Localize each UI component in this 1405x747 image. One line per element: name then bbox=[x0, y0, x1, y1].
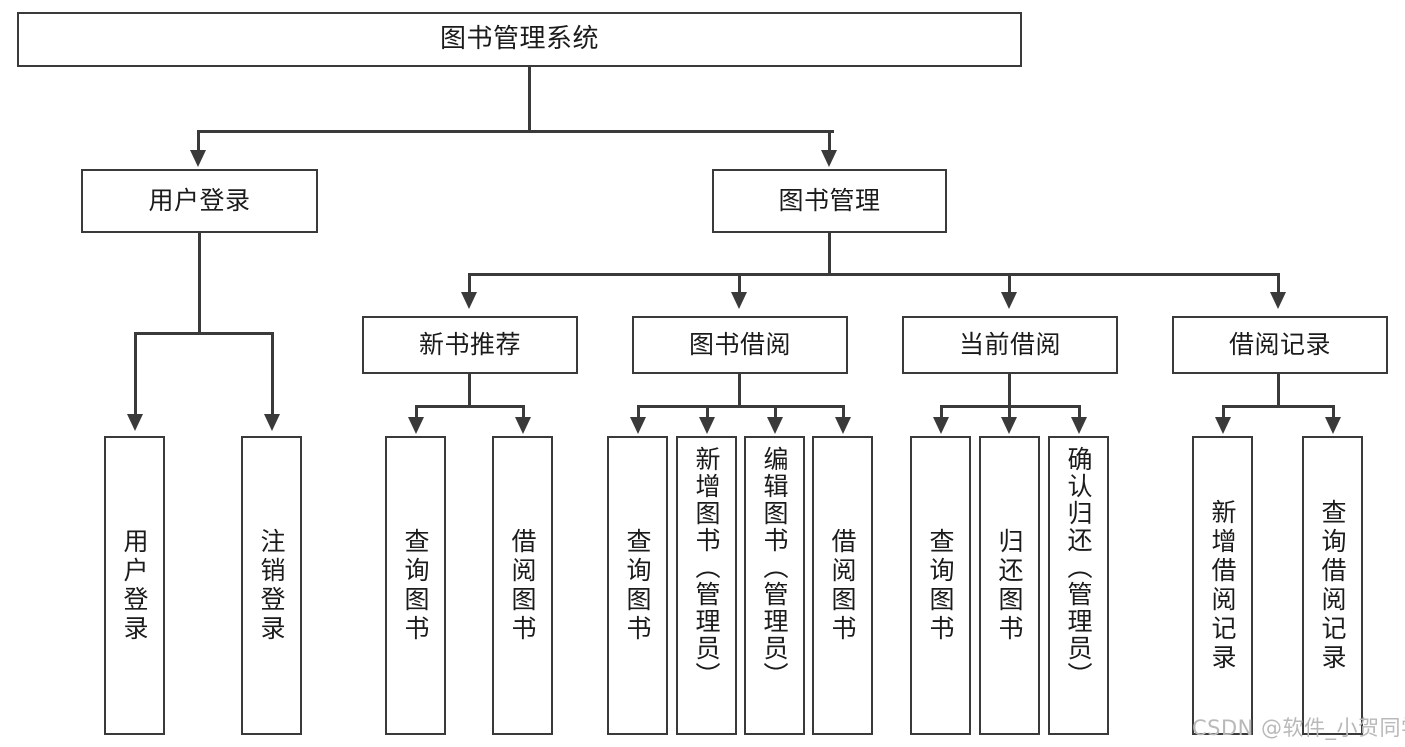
edge-bookborrow-drop-3 bbox=[774, 405, 777, 420]
node-label: 新书推荐 bbox=[418, 330, 521, 360]
edge-bookborrow-drop-2 bbox=[706, 405, 709, 420]
arrowhead-bookborrow-leaf-2 bbox=[699, 417, 715, 434]
arrowhead-newbook-leaf-2 bbox=[515, 417, 531, 434]
edge-bookborrow-stem bbox=[738, 374, 741, 408]
node-new-book-recommend[interactable]: 新书推荐 bbox=[362, 316, 578, 374]
edge-currentborrow-stem bbox=[1008, 374, 1011, 408]
arrowhead-borrow-record bbox=[1270, 292, 1286, 309]
node-label: 用户登录 bbox=[120, 527, 149, 644]
leaf-borrow-book-recommend[interactable]: 借阅图书 bbox=[492, 436, 553, 735]
watermark-text: CSDN @软件_小贺同学 bbox=[1192, 716, 1405, 740]
node-label: 借阅记录 bbox=[1228, 330, 1331, 360]
leaf-query-book-borrow[interactable]: 查询图书 bbox=[607, 436, 668, 735]
edge-root-to-userlogin bbox=[197, 130, 200, 153]
arrowhead-bookborrow-leaf-4 bbox=[835, 417, 851, 434]
node-label: 新增图书（管理员） bbox=[692, 446, 721, 689]
arrowhead-bookborrow-leaf-1 bbox=[630, 417, 646, 434]
edge-bookmgmt-drop-3 bbox=[1008, 273, 1011, 295]
edge-bookmgmt-stem bbox=[828, 233, 831, 275]
node-user-login[interactable]: 用户登录 bbox=[81, 169, 318, 233]
arrowhead-current-borrow bbox=[1001, 292, 1017, 309]
arrowhead-currentborrow-leaf-2 bbox=[1001, 417, 1017, 434]
node-book-borrow[interactable]: 图书借阅 bbox=[632, 316, 848, 374]
arrowhead-leaf-user-login bbox=[127, 414, 143, 431]
edge-currentborrow-drop-2 bbox=[1008, 405, 1011, 420]
arrowhead-bookmgmt bbox=[821, 150, 837, 167]
arrowhead-currentborrow-leaf-3 bbox=[1071, 417, 1087, 434]
leaf-query-book-recommend[interactable]: 查询图书 bbox=[385, 436, 446, 735]
node-label: 编辑图书（管理员） bbox=[760, 446, 789, 689]
edge-borrowrecord-bus bbox=[1222, 405, 1335, 408]
arrowhead-borrowrecord-leaf-2 bbox=[1325, 417, 1341, 434]
node-label: 确认归还（管理员） bbox=[1064, 446, 1093, 689]
arrowhead-newbook-leaf-1 bbox=[408, 417, 424, 434]
node-label: 新增借阅记录 bbox=[1208, 498, 1237, 673]
node-label: 图书借阅 bbox=[688, 330, 791, 360]
leaf-borrow-book[interactable]: 借阅图书 bbox=[812, 436, 873, 735]
edge-userlogin-stem bbox=[198, 233, 201, 334]
arrowhead-leaf-logout bbox=[264, 414, 280, 431]
arrowhead-bookborrow-leaf-3 bbox=[767, 417, 783, 434]
node-label: 归还图书 bbox=[995, 527, 1024, 644]
leaf-return-book[interactable]: 归还图书 bbox=[979, 436, 1040, 735]
edge-root-to-bookmgmt bbox=[828, 130, 831, 153]
node-label: 当前借阅 bbox=[958, 330, 1061, 360]
edge-bookmgmt-drop-4 bbox=[1277, 273, 1280, 295]
node-label: 借阅图书 bbox=[828, 527, 857, 644]
edge-bookborrow-bus bbox=[637, 405, 845, 408]
edge-borrowrecord-stem bbox=[1277, 374, 1280, 408]
node-label: 图书管理 bbox=[778, 186, 881, 216]
edge-root-bus bbox=[197, 130, 834, 133]
node-label: 借阅图书 bbox=[508, 527, 537, 644]
node-label: 注销登录 bbox=[257, 527, 286, 644]
edge-newbook-stem bbox=[468, 374, 471, 408]
edge-userlogin-drop-1 bbox=[134, 332, 137, 417]
edge-root-stem bbox=[528, 67, 531, 132]
edge-currentborrow-drop-3 bbox=[1078, 405, 1081, 420]
node-label: 用户登录 bbox=[148, 186, 251, 216]
arrowhead-borrowrecord-leaf-1 bbox=[1215, 417, 1231, 434]
leaf-user-login[interactable]: 用户登录 bbox=[104, 436, 165, 735]
node-label: 查询图书 bbox=[926, 527, 955, 644]
arrowhead-book-borrow bbox=[731, 292, 747, 309]
arrowhead-userlogin bbox=[190, 150, 206, 167]
edge-bookborrow-drop-1 bbox=[637, 405, 640, 420]
edge-userlogin-drop-2 bbox=[271, 332, 274, 417]
edge-bookmgmt-drop-1 bbox=[468, 273, 471, 295]
node-label: 查询借阅记录 bbox=[1318, 498, 1347, 673]
edge-newbook-bus bbox=[415, 405, 525, 408]
edge-borrowrecord-drop-2 bbox=[1332, 405, 1335, 420]
leaf-query-book-current[interactable]: 查询图书 bbox=[910, 436, 971, 735]
leaf-query-borrow-record[interactable]: 查询借阅记录 bbox=[1302, 436, 1363, 735]
node-label: 图书管理系统 bbox=[439, 24, 599, 55]
edge-userlogin-bus bbox=[134, 332, 274, 335]
node-label: 查询图书 bbox=[401, 527, 430, 644]
node-label: 查询图书 bbox=[623, 527, 652, 644]
node-root-system[interactable]: 图书管理系统 bbox=[17, 12, 1022, 67]
edge-bookborrow-drop-4 bbox=[842, 405, 845, 420]
arrowhead-currentborrow-leaf-1 bbox=[933, 417, 949, 434]
node-current-borrow[interactable]: 当前借阅 bbox=[902, 316, 1118, 374]
leaf-edit-book-admin[interactable]: 编辑图书（管理员） bbox=[744, 436, 805, 735]
edge-bookmgmt-drop-2 bbox=[738, 273, 741, 295]
leaf-add-borrow-record[interactable]: 新增借阅记录 bbox=[1192, 436, 1253, 735]
edge-newbook-drop-2 bbox=[522, 405, 525, 420]
node-book-management[interactable]: 图书管理 bbox=[712, 169, 947, 233]
edge-currentborrow-drop-1 bbox=[940, 405, 943, 420]
arrowhead-new-book bbox=[461, 292, 477, 309]
leaf-confirm-return-admin[interactable]: 确认归还（管理员） bbox=[1048, 436, 1109, 735]
edge-bookmgmt-bus bbox=[468, 273, 1280, 276]
edge-borrowrecord-drop-1 bbox=[1222, 405, 1225, 420]
leaf-add-book-admin[interactable]: 新增图书（管理员） bbox=[676, 436, 737, 735]
node-borrow-record[interactable]: 借阅记录 bbox=[1172, 316, 1388, 374]
leaf-logout[interactable]: 注销登录 bbox=[241, 436, 302, 735]
edge-newbook-drop-1 bbox=[415, 405, 418, 420]
